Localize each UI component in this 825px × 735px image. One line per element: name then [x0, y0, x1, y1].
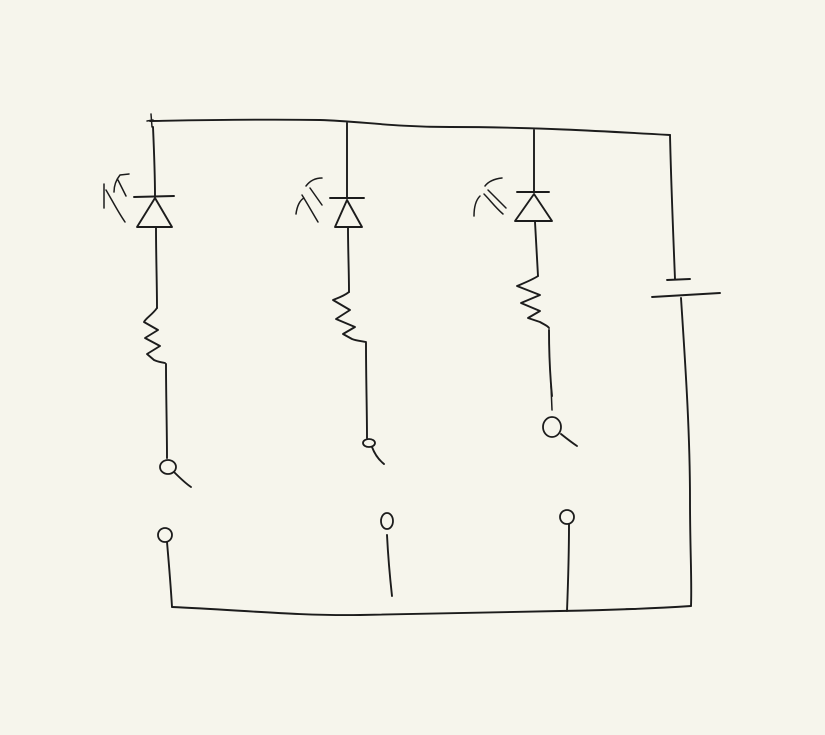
battery-long-plate — [651, 292, 721, 298]
branch-1-wire-lower — [165, 363, 168, 459]
led-triangle — [334, 199, 363, 228]
led-emission-arrows — [103, 173, 130, 223]
branch-3 — [473, 129, 578, 612]
switch-lever — [371, 446, 385, 465]
led-symbol — [103, 173, 175, 228]
led-symbol — [295, 177, 365, 228]
resistor-symbol — [332, 291, 367, 343]
switch-terminal-bottom — [157, 527, 173, 543]
branch-1 — [103, 126, 192, 608]
branch-3-wire-mid — [534, 221, 539, 277]
branch-1-wire-mid — [155, 227, 158, 309]
resistor-symbol — [516, 275, 550, 329]
branch-3-wire-stub — [550, 385, 553, 411]
top-wire-tick — [146, 113, 154, 128]
switch-terminal-bottom — [559, 509, 575, 525]
branch-1-wire-top — [152, 126, 156, 197]
switch-lever — [560, 433, 578, 447]
led-triangle — [136, 197, 173, 228]
branch-2-wire-lower — [365, 342, 368, 439]
bottom-wire — [171, 605, 692, 617]
branch-2 — [295, 122, 394, 597]
top-wire — [149, 118, 671, 136]
switch-lever — [173, 471, 192, 488]
open-switch — [362, 438, 394, 530]
led-triangle — [514, 193, 553, 222]
resistor-symbol — [143, 307, 166, 364]
branch-3-wire-bottom — [566, 523, 570, 612]
open-switch — [157, 459, 192, 543]
right-wire-upper — [669, 134, 676, 280]
switch-terminal-bottom — [380, 512, 394, 530]
battery-short-plate — [666, 278, 691, 281]
open-switch — [542, 416, 578, 525]
led-emission-arrows — [295, 177, 323, 223]
battery-symbol — [651, 278, 721, 298]
led-emission-arrows — [473, 177, 507, 217]
led-cathode-bar — [133, 195, 175, 198]
switch-terminal-top — [159, 459, 177, 475]
switch-terminal-top — [542, 416, 562, 438]
branch-1-wire-bottom — [166, 541, 173, 608]
right-wire-lower — [680, 297, 693, 607]
branch-2-wire-mid — [347, 227, 350, 293]
branch-2-wire-bottom — [386, 534, 393, 597]
led-symbol — [473, 177, 553, 222]
switch-terminal-top — [362, 438, 376, 448]
